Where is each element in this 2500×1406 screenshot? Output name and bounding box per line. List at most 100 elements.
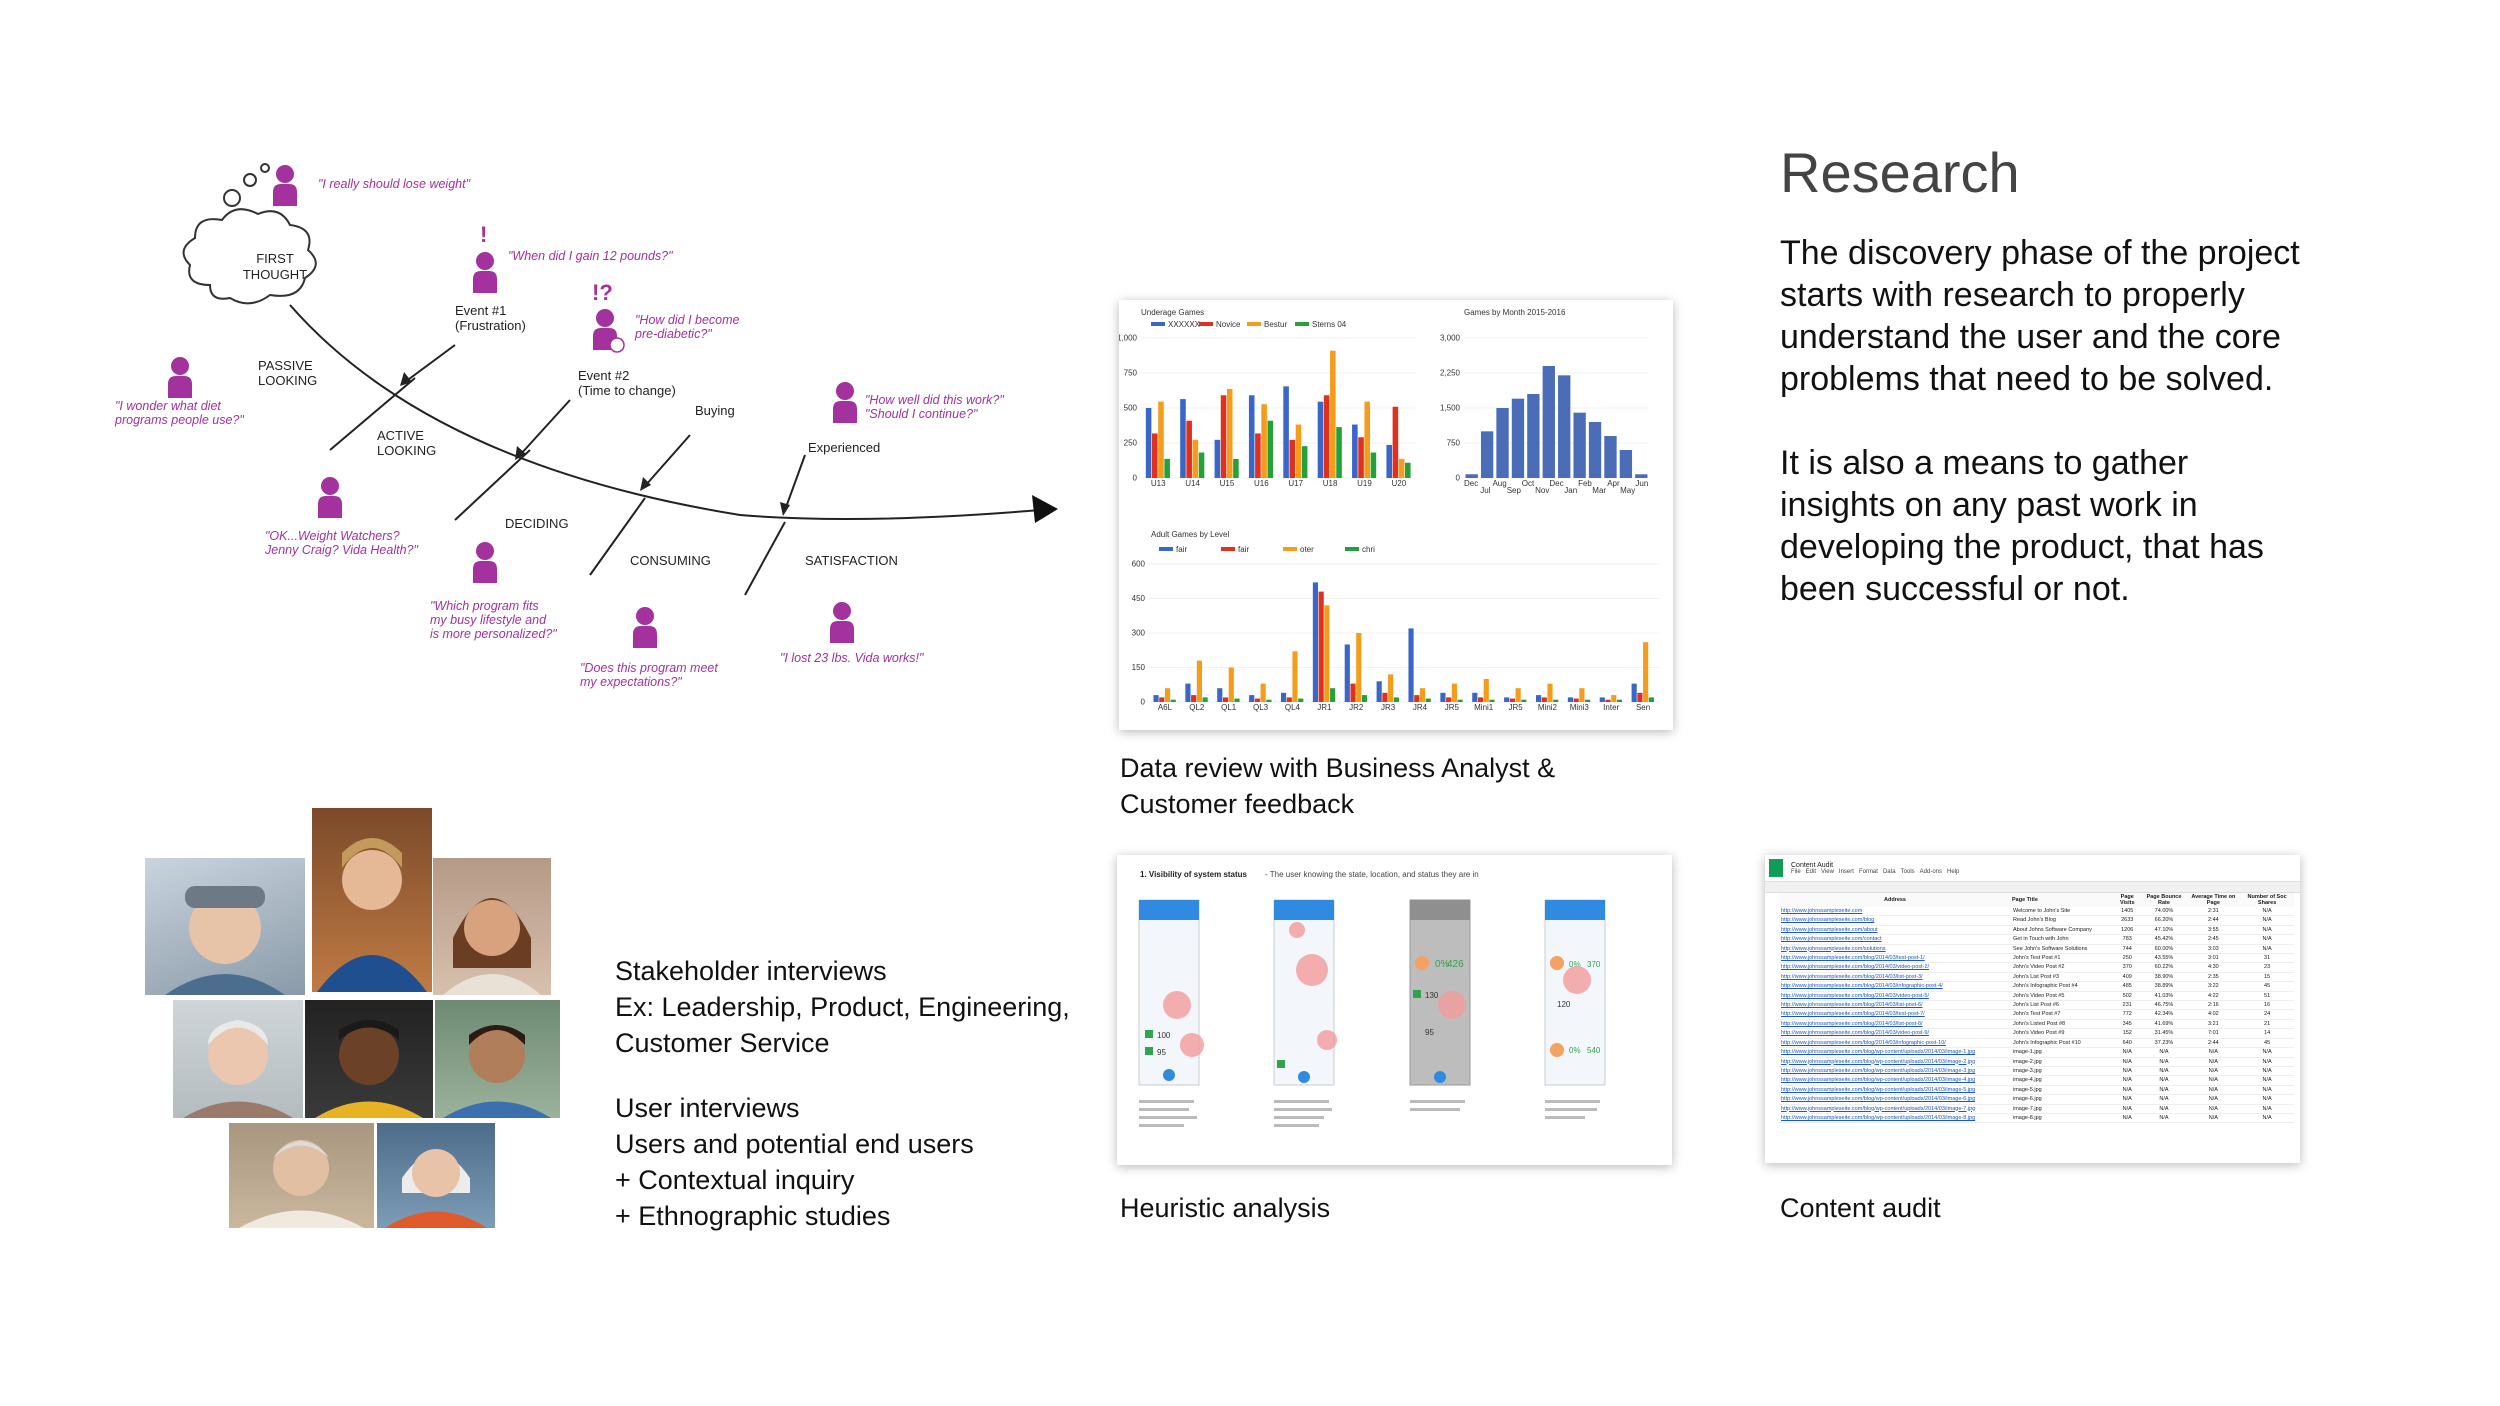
url-cell[interactable]: http://www.johnssampleseite.com/blog/wp-… [1781, 1105, 1976, 1112]
persona-quote: "When did I gain 12 pounds?" [508, 249, 673, 263]
url-cell[interactable]: http://www.johnssampleseite.com [1781, 908, 1863, 914]
menu-item[interactable]: Insert [1838, 868, 1854, 875]
bar [1392, 406, 1399, 478]
event-label: Buying [695, 403, 735, 418]
interviewee-photo [435, 1000, 560, 1118]
persona-quote: Jenny Craig? Vida Health?" [264, 543, 418, 557]
url-cell[interactable]: http://www.johnssampleseite.com/solution… [1781, 945, 1886, 952]
url-cell[interactable]: http://www.johnssampleseite.com/blog/201… [1781, 973, 1923, 980]
url-cell[interactable]: http://www.johnssampleseite.com/blog/wp-… [1781, 1058, 1976, 1065]
y-tick-label: 0 [1456, 474, 1461, 483]
bar [1249, 695, 1255, 702]
legend-swatch [1345, 547, 1359, 551]
url-cell[interactable]: http://www.johnssampleseite.com/blog/201… [1781, 1011, 1925, 1018]
url-cell[interactable]: http://www.johnssampleseite.com/blog/201… [1781, 983, 1943, 990]
url-cell[interactable]: http://www.johnssampleseite.com/blog/wp-… [1781, 1096, 1976, 1103]
bar [1393, 697, 1399, 702]
table-row: http://www.johnssampleseite.com/blog/201… [1779, 991, 2294, 1001]
bar [1226, 388, 1233, 478]
bar [1496, 408, 1509, 478]
x-tick-label: QL4 [1285, 703, 1301, 712]
url-cell[interactable]: http://www.johnssampleseite.com/blog/wp-… [1781, 1114, 1976, 1121]
url-cell[interactable]: http://www.johnssampleseite.com/blog/wp-… [1781, 1067, 1976, 1074]
bar [1312, 582, 1319, 702]
bar [1472, 692, 1478, 702]
url-cell[interactable]: http://www.johnssampleseite.com/blog [1781, 917, 1875, 924]
persona-icon [473, 542, 497, 583]
bar [1317, 401, 1324, 478]
bar [1336, 427, 1342, 478]
x-tick-label: U13 [1151, 479, 1166, 488]
thought-bubble: FIRST THOUGHT [182, 163, 317, 305]
table-cell: 250 [2122, 955, 2132, 962]
url-cell[interactable]: http://www.johnssampleseite.com/blog/wp-… [1781, 1077, 1976, 1084]
screen-value: 0% [1435, 959, 1450, 970]
url-cell[interactable]: http://www.johnssampleseite.com/blog/wp-… [1781, 1086, 1976, 1093]
menu-item[interactable]: Help [1947, 868, 1960, 875]
research-title: Research [1780, 141, 2020, 204]
table-row: http://www.johnssampleseite.com/blog/wp-… [1779, 1057, 2294, 1067]
persona-quote: my expectations?" [580, 675, 682, 689]
bar [1573, 412, 1586, 478]
url-cell[interactable]: http://www.johnssampleseite.com/blog/201… [1781, 964, 1929, 971]
url-cell[interactable]: http://www.johnssampleseite.com/about [1781, 926, 1878, 933]
url-cell[interactable]: http://www.johnssampleseite.com/blog/201… [1781, 1039, 1946, 1046]
bar [1298, 698, 1304, 702]
bar [1631, 683, 1637, 702]
table-row: http://www.johnssampleseite.com/blog/201… [1779, 1038, 2294, 1048]
url-cell[interactable]: http://www.johnssampleseite.com/blog/201… [1781, 1002, 1923, 1009]
url-cell[interactable]: http://www.johnssampleseite.com/blog/201… [1781, 1020, 1923, 1027]
y-tick-label: 600 [1132, 560, 1146, 569]
menu-item[interactable]: Data [1882, 868, 1896, 875]
bar [1440, 692, 1446, 702]
url-cell[interactable]: http://www.johnssampleseite.com/contact [1781, 936, 1882, 943]
menu-item[interactable]: Tools [1900, 868, 1915, 875]
x-tick-label: Inter [1603, 703, 1619, 712]
interviewee-photo [229, 1123, 374, 1228]
table-row: http://www.johnssampleseite.com/blog/201… [1779, 972, 2294, 982]
bar [1292, 651, 1298, 702]
bar [1542, 366, 1555, 478]
menu-item[interactable]: File [1791, 868, 1801, 875]
table-cell: 370 [2122, 964, 2132, 971]
screen-value: 130 [1425, 991, 1439, 1000]
bar [1446, 697, 1452, 702]
table-row: http://www.johnssampleseite.com/solution… [1779, 944, 2294, 954]
menu-item[interactable]: Add-ons [1919, 868, 1943, 875]
table-cell: 41.03% [2154, 992, 2174, 999]
table-cell: 46.75% [2154, 1002, 2174, 1009]
x-tick-label: May [1620, 486, 1635, 495]
heuristic-doc: 1. Visibility of system status - The use… [1138, 870, 1606, 1127]
table-cell: N/A [2122, 1086, 2132, 1093]
table-cell: 16 [2264, 1002, 2271, 1009]
bar [1301, 446, 1308, 478]
column-header: Address [1883, 897, 1906, 903]
event-label: (Time to change) [578, 383, 676, 398]
legend-label: XXXXXX [1168, 320, 1201, 329]
legend-label: fair [1238, 545, 1249, 554]
table-cell: 3:22 [2208, 983, 2219, 990]
bar [1330, 688, 1336, 702]
menu-item[interactable]: Format [1858, 868, 1878, 875]
x-tick-label: U19 [1357, 479, 1372, 488]
table-cell: John's List Post #6 [2013, 1002, 2059, 1009]
table-cell: 45.42% [2154, 936, 2174, 943]
bar [1558, 375, 1571, 478]
bar [1260, 683, 1266, 702]
caption-line: Customer Service [615, 1028, 830, 1058]
table-cell: 21 [2264, 1020, 2271, 1027]
menu-item[interactable]: Edit [1805, 868, 1817, 875]
bar [1344, 644, 1350, 702]
bar [1358, 437, 1364, 478]
table-cell: John's Video Post #5 [2013, 992, 2065, 999]
research-paragraph-2: It is also a means to gather insights on… [1780, 442, 2340, 610]
url-cell[interactable]: http://www.johnssampleseite.com/blog/201… [1781, 955, 1925, 962]
table-cell: 4:02 [2208, 1011, 2219, 1018]
url-cell[interactable]: http://www.johnssampleseite.com/blog/201… [1781, 1030, 1929, 1037]
url-cell[interactable]: http://www.johnssampleseite.com/blog/wp-… [1781, 1049, 1976, 1056]
x-tick-label: Jun [1635, 479, 1648, 488]
url-cell[interactable]: http://www.johnssampleseite.com/blog/201… [1781, 992, 1929, 999]
table-cell: 60.00% [2154, 945, 2174, 952]
menu-item[interactable]: View [1821, 868, 1834, 875]
